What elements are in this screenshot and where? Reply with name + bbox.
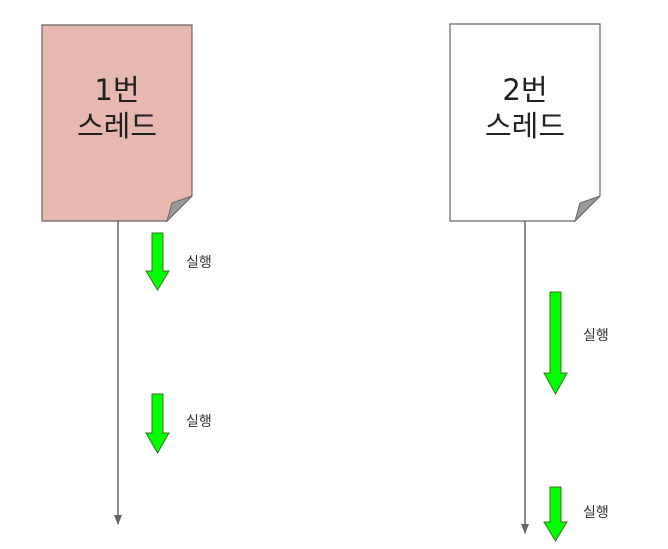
thread-2-document xyxy=(449,23,601,223)
thread-2-name-label: 스레드 xyxy=(484,109,566,143)
thread-2-document-fold xyxy=(574,195,601,223)
thread-2-step-1-label: 실행 xyxy=(583,328,609,344)
thread-2-number-label: 2번 xyxy=(502,73,548,107)
thread-1-document-fold xyxy=(166,195,193,223)
thread-1-step-2-label: 실행 xyxy=(186,414,212,430)
thread-1-step-1-label: 실행 xyxy=(186,255,212,271)
thread-1-step-1-arrow xyxy=(145,232,170,291)
thread-2-step-1-arrow xyxy=(543,291,568,396)
thread-2-label: 2번 스레드 xyxy=(450,72,600,144)
thread-2-step-2-arrow xyxy=(543,486,568,542)
thread-1-name-label: 스레드 xyxy=(76,109,158,143)
thread-1-document xyxy=(41,24,193,223)
thread-1-label: 1번 스레드 xyxy=(42,72,192,144)
thread-1-step-2-arrow xyxy=(145,393,170,455)
thread-1-number-label: 1번 xyxy=(94,73,140,107)
thread-2-step-2-label: 실행 xyxy=(583,505,609,521)
